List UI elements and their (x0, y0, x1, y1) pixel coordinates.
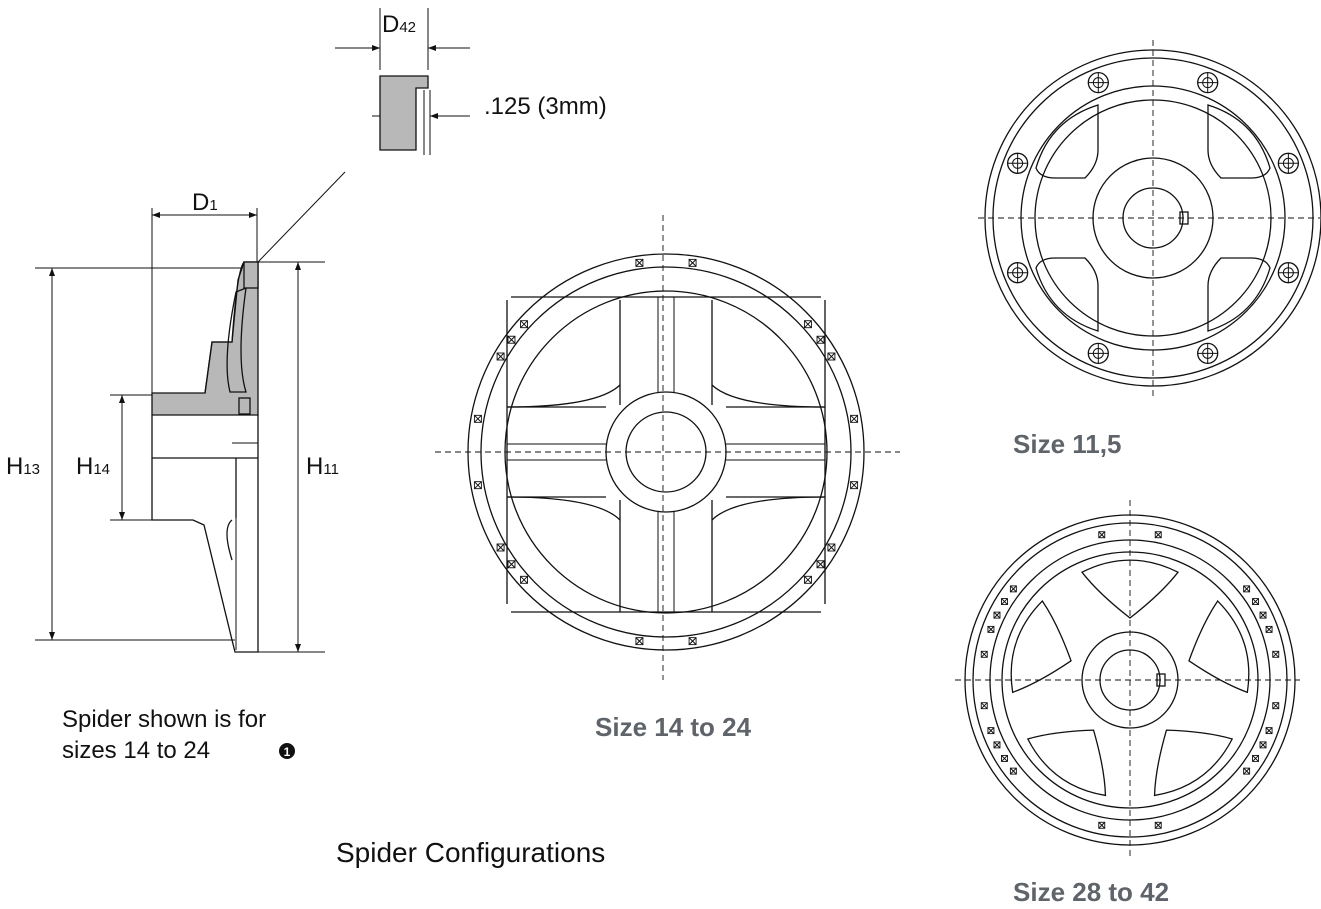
detail-view: D42 .125 (3mm) (335, 8, 607, 155)
spider-window (1026, 729, 1107, 797)
h13-label: H13 (6, 453, 40, 480)
wheel-size-11-5 (978, 40, 1321, 400)
d1-label: D1 (192, 189, 218, 216)
diagram-title: Spider Configurations (336, 837, 605, 868)
caption-size-14-24: Size 14 to 24 (595, 712, 752, 742)
note-marker-number: 1 (284, 745, 291, 759)
wheel-size-28-42 (955, 500, 1300, 860)
gap-label: .125 (3mm) (484, 93, 607, 120)
spider-window (1010, 600, 1072, 694)
side-section-view: D1 H13 H14 H11 (6, 189, 339, 653)
caption-size-11-5: Size 11,5 (1013, 429, 1121, 459)
spider-window (1188, 600, 1250, 694)
spider-window (1153, 729, 1234, 797)
note-line-2: sizes 14 to 24 (62, 737, 210, 764)
d42-label: D42 (382, 11, 416, 38)
caption-size-28-42: Size 28 to 42 (1013, 877, 1169, 907)
wheel-size-14-24 (435, 215, 900, 680)
spider-window (1081, 559, 1179, 619)
note-marker (279, 743, 295, 759)
h11-label: H11 (306, 453, 339, 480)
note-line-1: Spider shown is for (62, 706, 266, 733)
h14-label: H14 (76, 453, 110, 480)
